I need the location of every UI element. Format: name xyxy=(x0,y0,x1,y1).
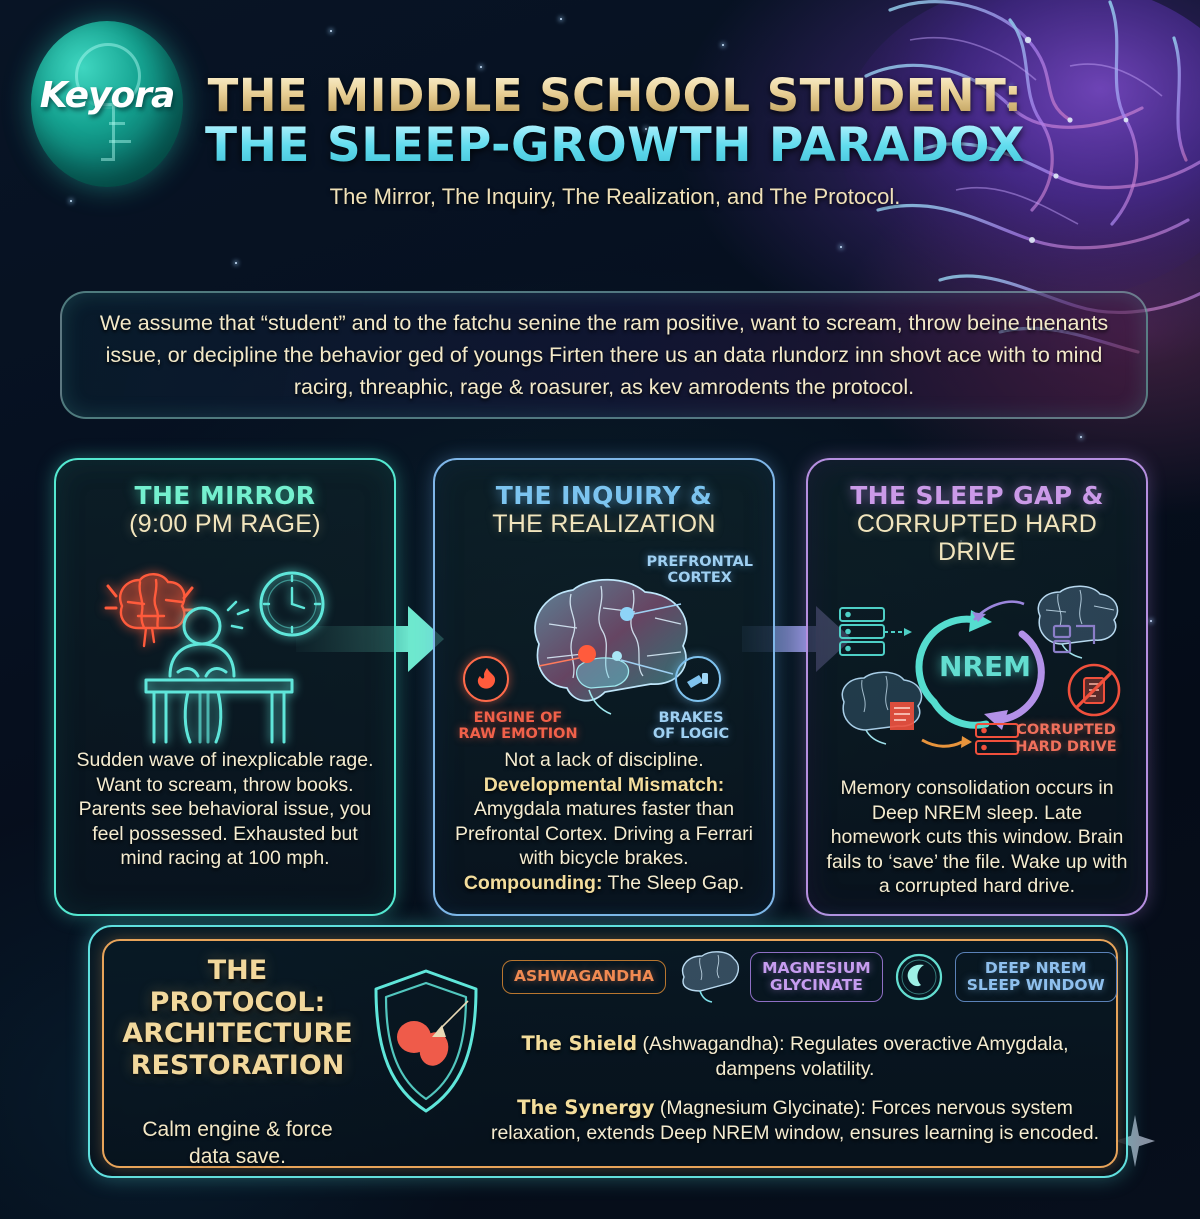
body-part-bold: Developmental Mismatch: xyxy=(483,773,725,796)
panel-the-sleep-gap[interactable]: THE SLEEP GAP & CORRUPTED HARD DRIVE xyxy=(806,458,1148,916)
panel-title-line2: CORRUPTED HARD DRIVE xyxy=(856,510,1098,566)
protocol-line-synergy-label: The Synergy xyxy=(517,1095,655,1119)
clock-icon xyxy=(259,571,325,637)
student-at-desk-icon xyxy=(144,600,294,744)
page-title-line2: THE SLEEP-GROWTH PARADOX xyxy=(200,120,1030,172)
panel-artwork: NREM CORRUPTED HARD DRIVE xyxy=(826,572,1128,776)
badge-magnesium-glycinate[interactable]: MAGNESIUM GLYCINATE xyxy=(750,951,883,1003)
body-part: Amygdala matures faster than Prefrontal … xyxy=(454,798,753,870)
rage-brain-icon xyxy=(104,573,196,648)
flame-icon xyxy=(463,656,509,702)
key-shaft-icon xyxy=(101,103,131,161)
protocol-description: The Shield (Ashwagandha): Regulates over… xyxy=(488,1031,1102,1158)
protocol-heading: THE PROTOCOL: ARCHITECTURE RESTORATION xyxy=(122,955,353,1081)
logo-wordmark: Keyora xyxy=(39,75,176,116)
panel-title-line1: THE INQUIRY & xyxy=(495,481,713,510)
panel-artwork: PREFRONTAL CORTEX ENGINE OF RAW EMOTION … xyxy=(453,544,755,748)
brain-anatomy-icon xyxy=(534,578,688,715)
protocol-line-shield: The Shield (Ashwagandha): Regulates over… xyxy=(488,1031,1102,1083)
panel-the-mirror[interactable]: THE MIRROR (9:00 PM RAGE) xyxy=(54,458,396,916)
label-prefrontal-cortex: PREFRONTAL CORTEX xyxy=(646,554,753,587)
panel-body: Memory consolidation occurs in Deep NREM… xyxy=(826,777,1128,898)
protocol-inner-border xyxy=(102,939,1118,1168)
label-corrupted-hard-drive: CORRUPTED HARD DRIVE xyxy=(1015,722,1117,755)
panel-body: Not a lack of discipline. Developmental … xyxy=(453,748,755,895)
protocol-line-synergy: The Synergy (Magnesium Glycinate): Force… xyxy=(488,1095,1102,1147)
protocol-line-synergy-text: (Magnesium Glycinate): Forces nervous sy… xyxy=(490,1096,1100,1145)
panel-body: Sudden wave of inexplicable rage. Want t… xyxy=(76,749,374,870)
protocol-badge-row: ASHWAGANDHA MAGNESIUM GLYCINATE DEEP NRE… xyxy=(502,951,1117,1003)
key-circle-icon xyxy=(75,43,141,109)
panel-title-line1: THE SLEEP GAP & xyxy=(850,481,1104,510)
brake-icon xyxy=(675,656,721,702)
label-brakes-of-logic: BRAKES OF LOGIC xyxy=(652,710,730,743)
body-part: The Sleep Gap. xyxy=(607,871,745,894)
label-engine-of-raw-emotion: ENGINE OF RAW EMOTION xyxy=(458,710,578,743)
intro-text: We assume that “student” and to the fatc… xyxy=(99,310,1109,400)
moon-clock-icon xyxy=(895,953,942,1001)
panel-title-line2: (9:00 PM RAGE) xyxy=(129,510,321,538)
page-title-line1: THE MIDDLE SCHOOL STUDENT: xyxy=(200,72,1030,120)
panel-title: THE INQUIRY & THE REALIZATION xyxy=(453,481,755,539)
panel-title-line1: THE MIRROR xyxy=(134,481,316,510)
keyora-logo[interactable]: Keyora xyxy=(31,21,183,187)
panel-the-inquiry[interactable]: THE INQUIRY & THE REALIZATION xyxy=(433,458,775,916)
protocol-section[interactable]: THE PROTOCOL: ARCHITECTURE RESTORATION C… xyxy=(88,925,1128,1178)
shield-amygdala-icon xyxy=(374,969,478,1113)
body-part: Not a lack of discipline. xyxy=(504,749,704,771)
protocol-heading-block: THE PROTOCOL: ARCHITECTURE RESTORATION C… xyxy=(120,955,355,1170)
panel-title-line2: THE REALIZATION xyxy=(492,510,716,538)
nrem-cycle-diagram xyxy=(839,585,1121,755)
badge-deep-nrem-sleep-window[interactable]: DEEP NREM SLEEP WINDOW xyxy=(954,951,1117,1003)
brain-icon xyxy=(682,951,740,1003)
protocol-subtext: Calm engine & force data save. xyxy=(142,1118,333,1168)
label-nrem: NREM xyxy=(939,650,1031,683)
header: THE MIDDLE SCHOOL STUDENT: THE SLEEP-GRO… xyxy=(200,72,1030,210)
body-part-bold: Compounding: xyxy=(463,871,603,894)
panel-title: THE SLEEP GAP & CORRUPTED HARD DRIVE xyxy=(826,481,1128,567)
panel-title: THE MIRROR (9:00 PM RAGE) xyxy=(74,481,376,539)
protocol-line-shield-text: (Ashwagandha): Regulates overactive Amyg… xyxy=(637,1033,1069,1081)
badge-ashwagandha[interactable]: ASHWAGANDHA xyxy=(502,960,667,994)
protocol-line-shield-label: The Shield xyxy=(521,1032,638,1055)
panel-artwork xyxy=(74,544,376,748)
page-subtitle: The Mirror, The Inquiry, The Realization… xyxy=(329,184,901,209)
intro-panel: We assume that “student” and to the fatc… xyxy=(60,291,1148,419)
